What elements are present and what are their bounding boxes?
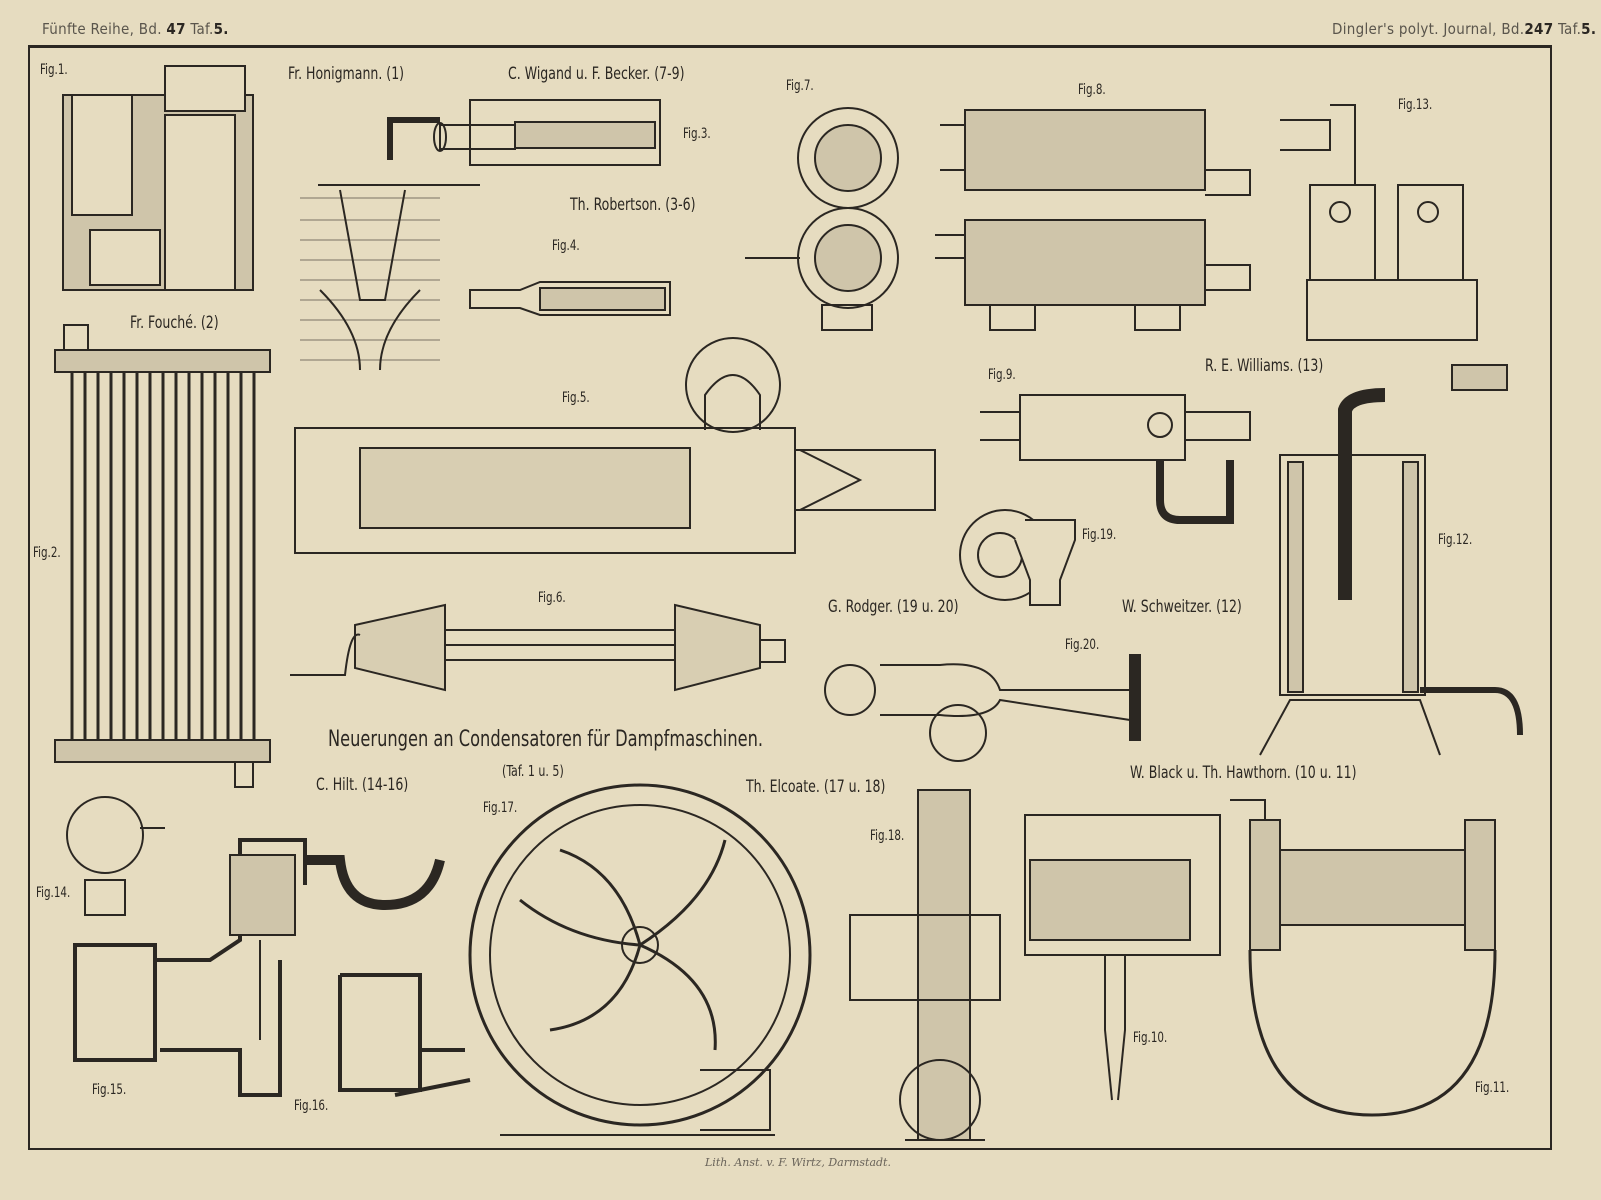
fig-label: Fig.6. [538,590,566,606]
fig-label: Fig.1. [40,62,68,78]
fig-label: Fig.3. [683,126,711,142]
inventor-label: R. E. Williams. (13) [1205,356,1324,376]
fig-label: Fig.8. [1078,82,1106,98]
journal-text: Dingler's polyt. Journal, Bd. [1332,20,1525,38]
inventor-label: Th. Elcoate. (17 u. 18) [746,777,886,797]
fig-label: Fig.10. [1133,1030,1168,1046]
honigmann-drawing [300,117,480,371]
fig1-drawing [62,65,254,291]
inventor-label: Fr. Honigmann. (1) [288,64,405,84]
fig5-drawing [294,337,936,554]
volume-number: 47 [166,20,186,38]
fig12-drawing [1259,388,1523,756]
fig14-drawing [66,796,165,916]
inventor-label: C. Hilt. (14-16) [316,775,409,795]
plate-subtitle: (Taf. 1 u. 5) [502,762,564,780]
fig18-drawing [849,789,1001,1141]
fig-label: Fig.15. [92,1082,127,1098]
fig-label: Fig.12. [1438,532,1473,548]
inventor-label: G. Rodger. (19 u. 20) [828,597,959,617]
fig-label: Fig.2. [33,545,61,561]
fig-label: Fig.17. [483,800,518,816]
fig-label: Fig.16. [294,1098,329,1114]
fig-label: Fig.13. [1398,97,1433,113]
plate-title: Neuerungen an Condensatoren für Dampfmas… [328,727,764,752]
fig-label: Fig.18. [870,828,905,844]
plate-number: 5. [213,20,229,38]
inventor-label: W. Black u. Th. Hawthorn. (10 u. 11) [1130,763,1357,783]
fig3-drawing [439,99,661,166]
volume-number: 247 [1524,20,1554,38]
fig-label: Fig.19. [1082,527,1117,543]
fig13-drawing [1280,104,1508,391]
fig16-drawing [338,973,471,1097]
fig11-drawing [1230,799,1497,1117]
fig17-drawing [468,783,812,1136]
fig9-drawing [980,394,1251,524]
plate-label: Taf. [1558,20,1582,38]
fig8-drawing [935,109,1251,331]
plate-label: Taf. [190,20,214,38]
inventor-label: Fr. Fouché. (2) [130,313,219,333]
fig4-drawing [469,281,671,316]
fig7-drawing [745,107,899,331]
fig20-drawing [824,654,1141,762]
fig-label: Fig.9. [988,367,1016,383]
fig15-drawing [73,838,445,1097]
fig19-drawing [959,509,1076,606]
header-left: Fünfte Reihe, Bd. 47 Taf.5. [42,20,229,38]
inventor-label: W. Schweitzer. (12) [1122,597,1242,617]
fig-label: Fig.7. [786,78,814,94]
fig-label: Fig.4. [552,238,580,254]
header-right: Dingler's polyt. Journal, Bd.247 Taf.5. [1332,20,1596,38]
lithographer-credit: Lith. Anst. v. F. Wirtz, Darmstadt. [705,1156,891,1169]
fig-label: Fig.11. [1475,1080,1510,1096]
inventor-label: C. Wigand u. F. Becker. (7-9) [508,64,685,84]
fig-label: Fig.14. [36,885,71,901]
series-text: Fünfte Reihe, Bd. [42,20,162,38]
fig-label: Fig.5. [562,390,590,406]
plate-number: 5. [1581,20,1597,38]
fig10-drawing [1024,814,1221,1101]
fig-label: Fig.20. [1065,637,1100,653]
plate-frame [28,45,1552,1150]
inventor-label: Th. Robertson. (3-6) [570,195,696,215]
fig6-drawing [290,603,786,692]
fig2-drawing [54,324,271,788]
